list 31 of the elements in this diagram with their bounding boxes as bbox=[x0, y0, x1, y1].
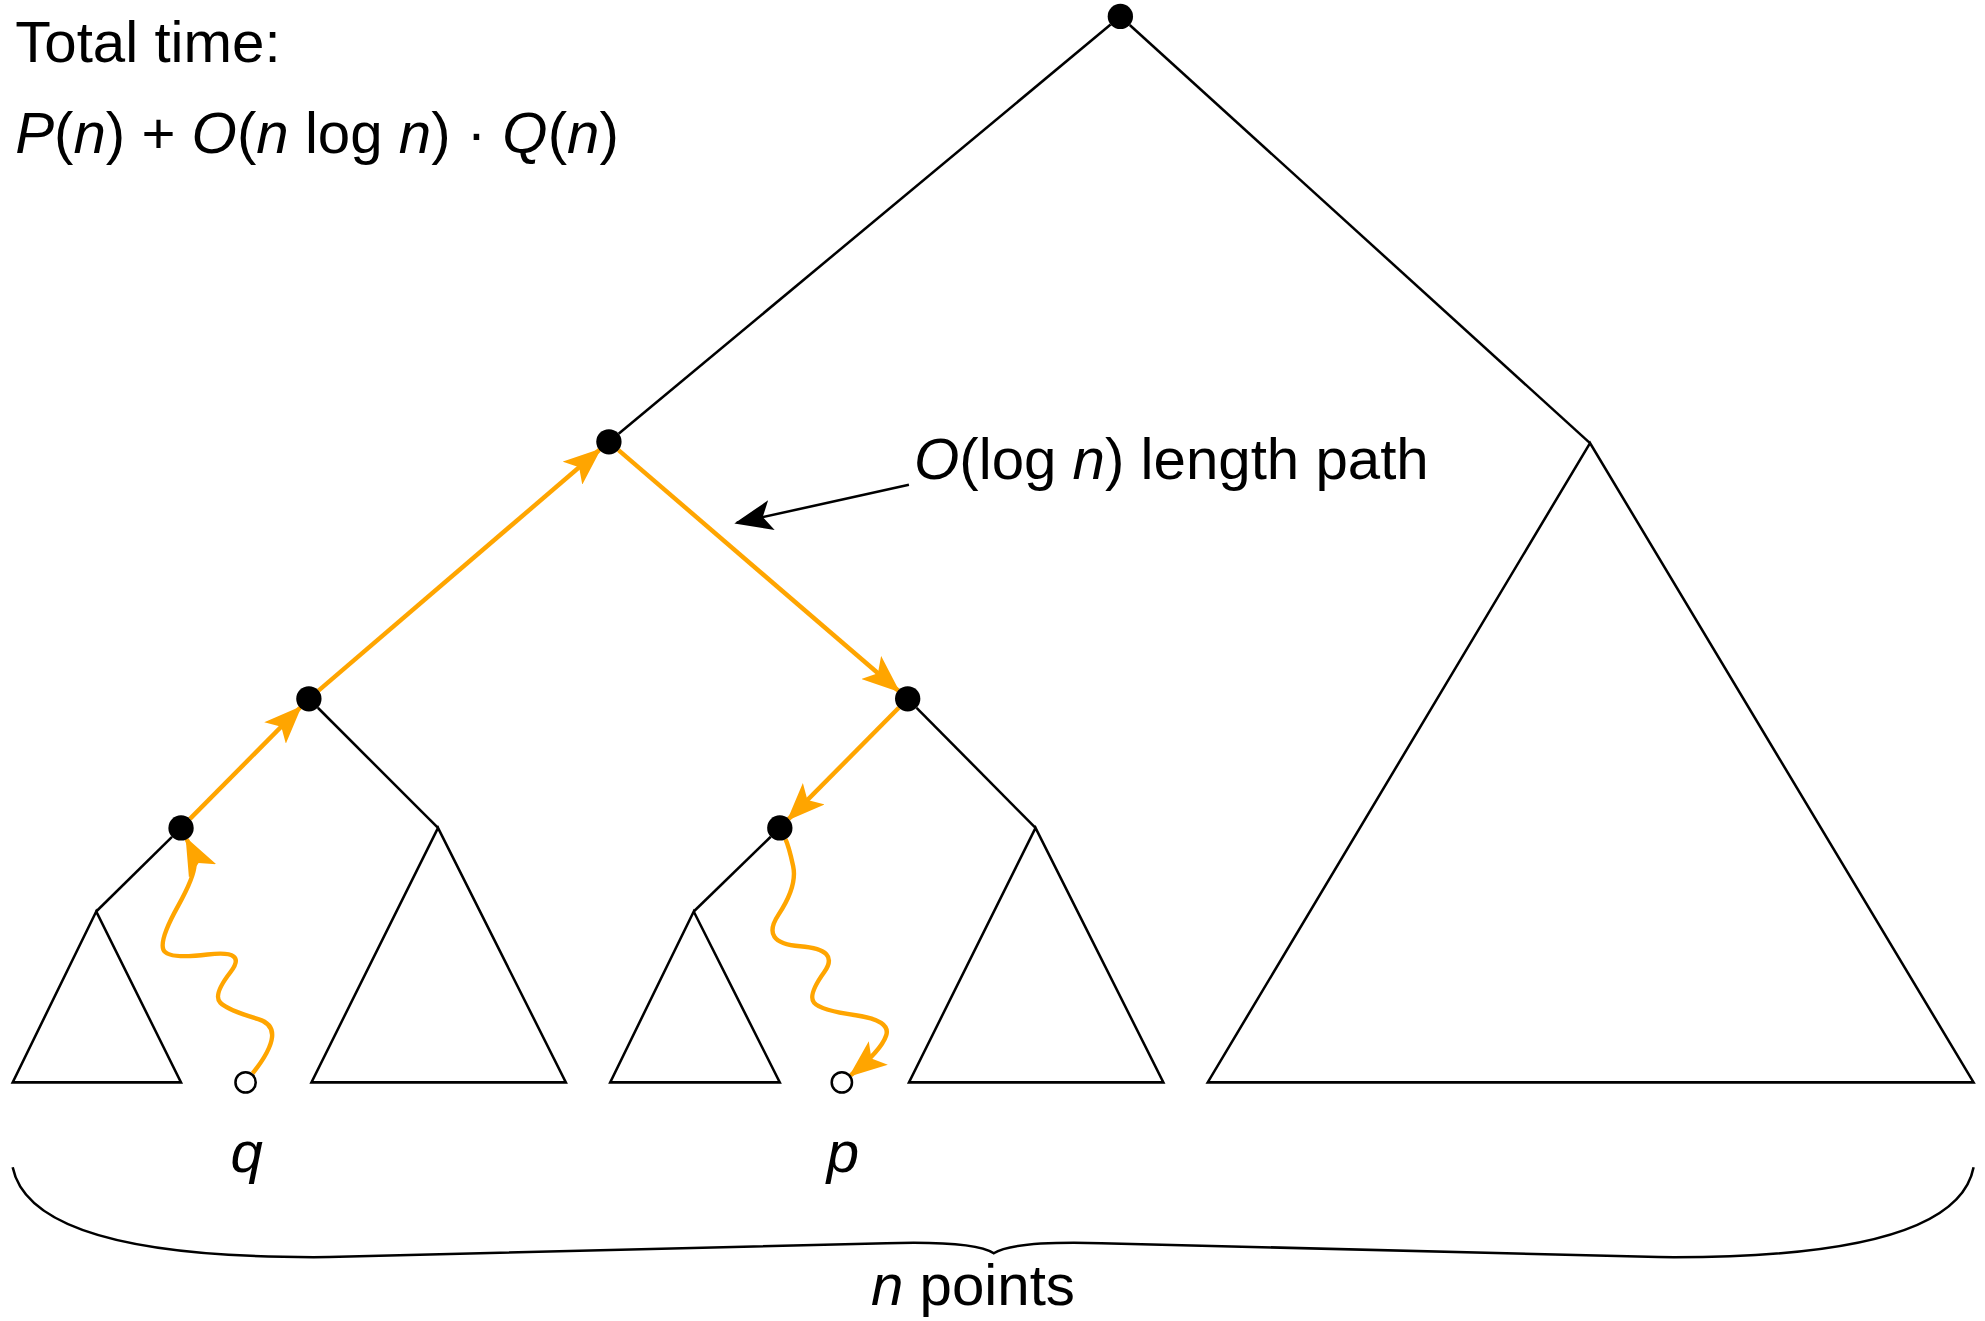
leader-arrow bbox=[734, 483, 910, 531]
annotation-text: O(log n) length path bbox=[914, 425, 1429, 492]
path-arrow bbox=[188, 706, 302, 821]
tree-node-dot bbox=[1107, 3, 1133, 30]
tree-edge bbox=[95, 835, 173, 913]
path-arrow bbox=[317, 448, 602, 693]
path-arrow bbox=[617, 448, 900, 693]
point-label: q bbox=[230, 1120, 263, 1185]
point-label: p bbox=[826, 1120, 860, 1185]
path-arrow bbox=[770, 838, 889, 1077]
subtree-triangle bbox=[907, 826, 1165, 1084]
tree-edge bbox=[316, 706, 439, 829]
leaf-point-circle bbox=[830, 1071, 854, 1094]
tree-node-dot bbox=[296, 686, 322, 712]
subtree-triangle bbox=[608, 910, 782, 1084]
caption-text: Total time: bbox=[15, 10, 281, 75]
path-arrow bbox=[160, 836, 275, 1075]
tree-edge bbox=[1128, 24, 1591, 444]
tree-edge bbox=[617, 23, 1112, 435]
leaf-point-circle bbox=[234, 1071, 257, 1094]
caption-text: P(n) + O(n log n) · Q(n) bbox=[15, 101, 619, 166]
tree-edge bbox=[915, 706, 1037, 829]
subtree-triangle bbox=[11, 910, 183, 1084]
subtree-triangle bbox=[310, 826, 568, 1084]
tree-node-dot bbox=[767, 815, 793, 841]
path-arrow bbox=[786, 706, 901, 821]
tree-edge bbox=[692, 835, 772, 913]
brace-label: n points bbox=[870, 1253, 1075, 1318]
tree-node-dot bbox=[168, 815, 194, 841]
tree-node-dot bbox=[895, 686, 921, 712]
tree-node-dot bbox=[596, 429, 622, 455]
